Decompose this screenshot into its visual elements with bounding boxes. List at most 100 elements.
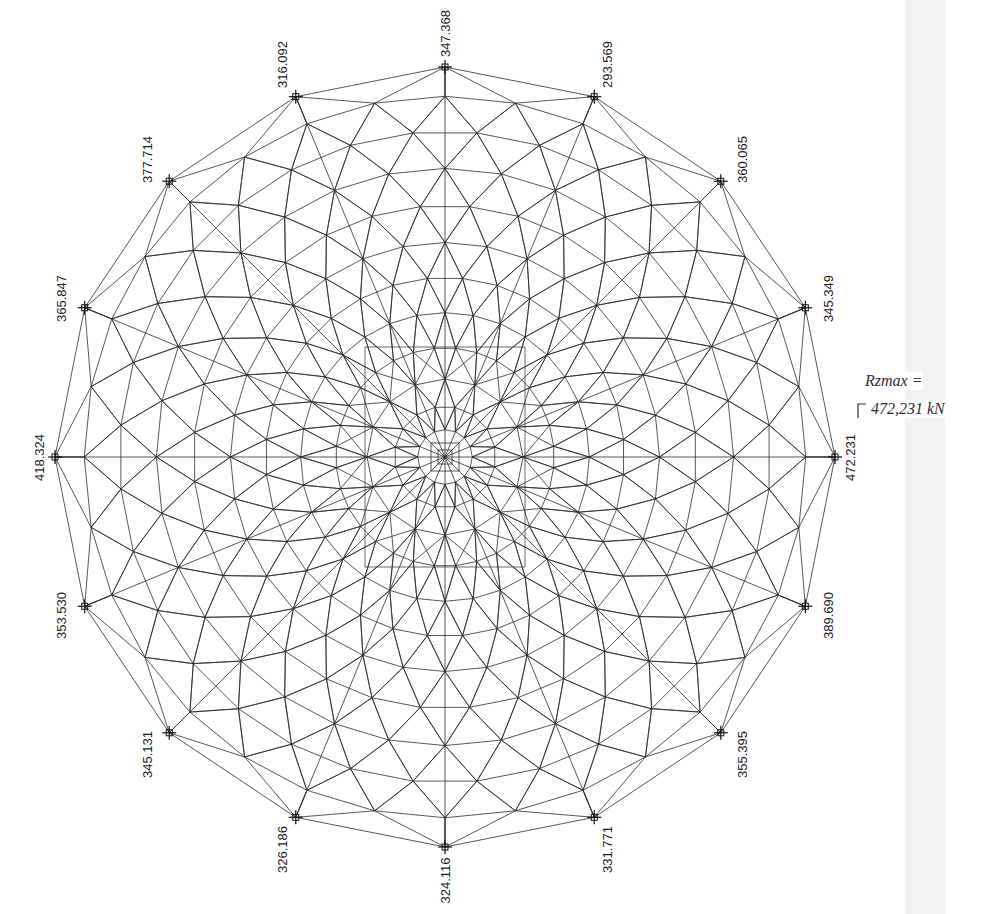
grid-member xyxy=(445,308,805,457)
grid-member xyxy=(603,372,643,374)
grid-member xyxy=(549,485,586,489)
grid-member xyxy=(365,553,394,577)
grid-member xyxy=(473,285,497,315)
grid-member xyxy=(121,362,133,425)
grid-member xyxy=(652,202,700,205)
grid-member xyxy=(463,636,487,668)
grid-member xyxy=(445,243,487,247)
grid-member xyxy=(655,384,685,415)
grid-member xyxy=(389,174,421,207)
grid-member xyxy=(477,324,501,353)
grid-member xyxy=(326,596,331,636)
grid-member xyxy=(495,427,517,447)
grid-member xyxy=(393,285,417,315)
grid-member xyxy=(496,553,525,577)
grid-member xyxy=(204,499,234,530)
grid-member xyxy=(639,296,685,298)
grid-member xyxy=(375,811,445,847)
grid-member xyxy=(434,566,445,602)
grid-member xyxy=(697,664,700,712)
grid-member xyxy=(500,512,514,541)
grid-member xyxy=(685,297,732,304)
grid-member xyxy=(303,485,340,489)
grid-member xyxy=(235,405,274,415)
grid-member xyxy=(697,657,745,663)
grid-member xyxy=(158,567,179,610)
grid-member xyxy=(312,377,325,402)
grid-member xyxy=(326,679,334,724)
grid-member xyxy=(501,698,518,740)
grid-member xyxy=(91,527,133,551)
grid-member xyxy=(284,217,286,263)
grid-member xyxy=(235,499,247,539)
grid-member xyxy=(434,482,436,507)
grid-member xyxy=(500,487,517,512)
grid-member xyxy=(349,402,390,406)
grid-member xyxy=(393,247,403,286)
grid-member xyxy=(393,278,427,285)
grid-member xyxy=(393,629,403,668)
grid-member xyxy=(639,617,649,661)
grid-member xyxy=(195,384,205,432)
grid-member xyxy=(445,379,475,385)
grid-member xyxy=(649,661,697,664)
grid-member xyxy=(445,507,455,535)
grid-member xyxy=(712,513,728,567)
grid-member xyxy=(639,616,685,618)
grid-member xyxy=(603,542,623,577)
grid-member xyxy=(649,205,652,253)
grid-member xyxy=(301,429,304,457)
grid-member xyxy=(389,133,413,174)
grid-member xyxy=(515,103,539,145)
grid-member xyxy=(578,402,586,429)
grid-member xyxy=(527,259,564,279)
grid-member xyxy=(599,744,646,757)
grid-member xyxy=(517,425,549,427)
grid-member xyxy=(445,407,455,429)
grid-member xyxy=(728,489,769,513)
grid-member xyxy=(445,672,470,708)
grid-member xyxy=(403,207,420,247)
grid-member xyxy=(445,67,515,103)
grid-member xyxy=(643,375,655,415)
grid-member xyxy=(267,338,287,373)
grid-member xyxy=(291,124,306,170)
grid-member xyxy=(245,757,296,817)
grid-member xyxy=(169,157,244,181)
grid-member xyxy=(549,425,586,429)
grid-member xyxy=(445,811,515,818)
grid-member xyxy=(525,577,529,615)
support-symbol xyxy=(805,599,806,613)
grid-member xyxy=(540,769,584,791)
grid-member xyxy=(390,361,394,402)
support-symbol xyxy=(82,603,88,609)
grid-member xyxy=(403,476,426,485)
grid-member xyxy=(435,379,445,407)
grid-member xyxy=(487,485,500,512)
grid-member xyxy=(477,740,501,781)
grid-member xyxy=(205,616,251,618)
grid-member xyxy=(769,457,806,489)
grid-member xyxy=(477,561,501,590)
grid-member xyxy=(389,740,445,746)
grid-member xyxy=(284,651,286,697)
grid-member xyxy=(685,617,697,663)
grid-member xyxy=(515,103,539,145)
grid-member xyxy=(91,489,121,527)
grid-member xyxy=(326,615,361,635)
grid-member xyxy=(540,769,584,791)
grid-member xyxy=(695,457,733,482)
grid-member xyxy=(112,319,134,363)
grid-member xyxy=(554,446,590,457)
grid-member xyxy=(360,615,362,655)
grid-member xyxy=(563,635,565,678)
grid-member xyxy=(335,145,351,190)
grid-member xyxy=(238,709,291,744)
grid-member xyxy=(475,353,477,385)
grid-member xyxy=(540,124,584,146)
grid-member xyxy=(84,425,121,457)
reaction-value: 316.092 xyxy=(275,39,290,90)
grid-member xyxy=(540,724,556,769)
grid-member xyxy=(231,457,267,475)
grid-member xyxy=(445,407,455,429)
